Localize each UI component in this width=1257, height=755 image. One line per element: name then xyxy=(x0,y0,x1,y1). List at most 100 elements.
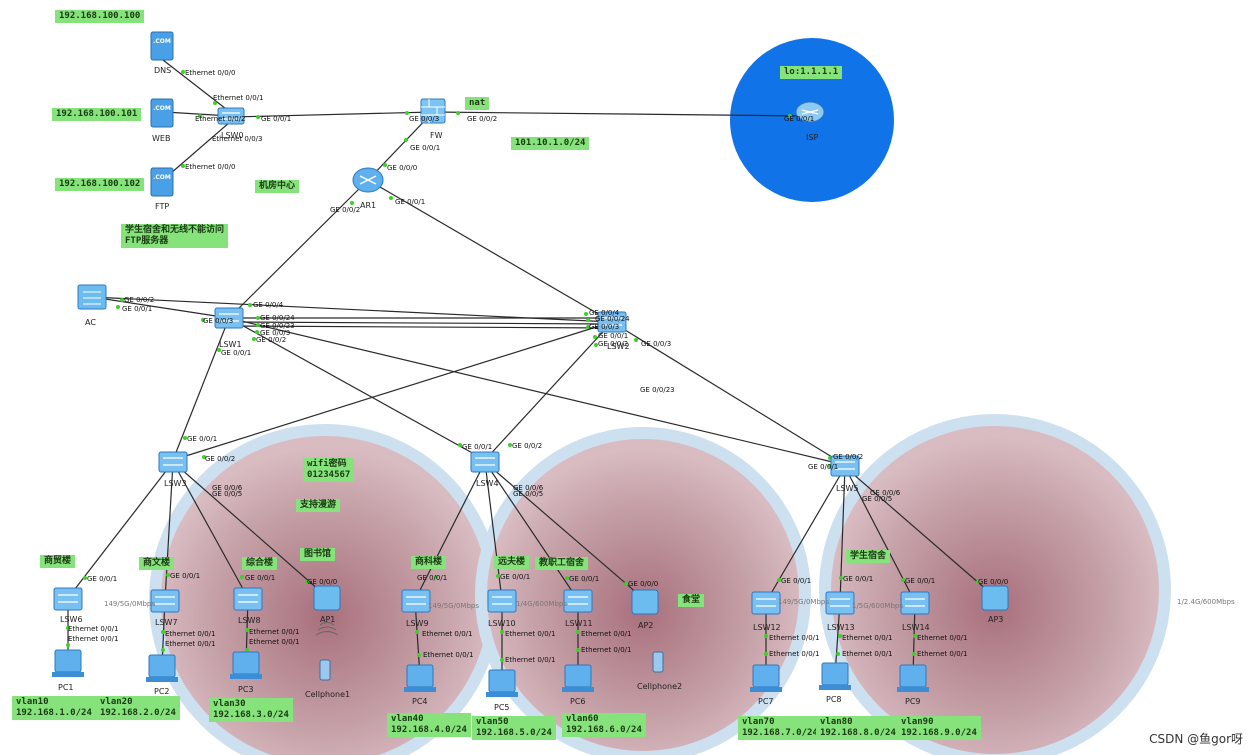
port-dot xyxy=(839,576,843,580)
datacenter-label: 机房中心 xyxy=(255,180,300,193)
pc1-label: PC1 xyxy=(58,683,74,692)
pc-screen xyxy=(752,664,780,688)
port-dot xyxy=(764,652,768,656)
switch-lsw0-icon[interactable] xyxy=(217,107,245,125)
fw-label: FW xyxy=(430,131,443,140)
port-label: GE 0/0/1 xyxy=(569,575,599,583)
scitech-building-label: 商科楼 xyxy=(411,556,447,569)
switch-lsw13-icon[interactable] xyxy=(825,591,855,615)
ap2-icon[interactable] xyxy=(631,589,659,615)
switch-lsw6-icon[interactable] xyxy=(53,587,83,611)
port-dot xyxy=(458,443,462,447)
switch-lsw9-icon[interactable] xyxy=(401,589,431,613)
pc7-icon[interactable] xyxy=(750,664,782,692)
pc5-icon[interactable] xyxy=(486,669,518,697)
switch-lsw14-icon[interactable] xyxy=(900,591,930,615)
ftp-server-icon[interactable]: .COM xyxy=(150,167,174,197)
port-label: GE 0/0/1 xyxy=(170,572,200,580)
switch-lsw7-icon[interactable] xyxy=(150,589,180,613)
vlan-label: vlan60 192.168.6.0/24 xyxy=(562,713,646,737)
port-label: GE 0/0/2 xyxy=(256,336,286,344)
lsw0-label: LSW0 xyxy=(221,131,244,140)
port-dot xyxy=(166,573,170,577)
router-isp-icon[interactable] xyxy=(795,101,825,123)
pc-base xyxy=(404,687,436,692)
link-lsw3-lsw7 xyxy=(164,461,174,601)
vlan-label: vlan70 192.168.7.0/24 xyxy=(738,716,822,740)
port-dot xyxy=(240,575,244,579)
lsw13-label: LSW13 xyxy=(827,623,855,632)
port-label: Ethernet 0/0/1 xyxy=(842,634,892,642)
port-label: GE 0/0/1 xyxy=(417,574,447,582)
web-server-icon[interactable]: .COM xyxy=(150,98,174,128)
router-ar1-icon[interactable] xyxy=(352,167,384,193)
pc6-icon[interactable] xyxy=(562,664,594,692)
vlan-net: 192.168.7.0/24 xyxy=(742,728,818,738)
pc9-label: PC9 xyxy=(905,697,921,706)
switch-lsw1-icon[interactable] xyxy=(214,307,244,329)
pc2-icon[interactable] xyxy=(146,654,178,682)
server-body xyxy=(150,31,174,61)
vlan-name: vlan40 xyxy=(391,714,424,724)
lsw4-label: LSW4 xyxy=(476,479,499,488)
pc3-icon[interactable] xyxy=(230,651,262,679)
switch-lsw11-icon[interactable] xyxy=(563,589,593,613)
pc-screen xyxy=(821,662,849,686)
port-label: Ethernet 0/0/1 xyxy=(842,650,892,658)
pc4-label: PC4 xyxy=(412,697,428,706)
link-ar1-lsw1 xyxy=(228,179,369,319)
switch-arrows xyxy=(163,457,183,466)
cellphone2-icon[interactable] xyxy=(652,651,664,673)
switch-body xyxy=(53,587,83,611)
switch-lsw3-icon[interactable] xyxy=(158,451,188,473)
pc2-label: PC2 xyxy=(154,687,170,696)
switch-arrows xyxy=(835,461,855,470)
port-dot xyxy=(976,580,980,584)
firewall-fw-icon[interactable] xyxy=(420,98,446,124)
ap-body xyxy=(981,585,1009,611)
pc7-label: PC7 xyxy=(758,697,774,706)
vlan-label: vlan30 192.168.3.0/24 xyxy=(209,698,293,722)
switch-lsw10-icon[interactable] xyxy=(487,589,517,613)
switch-lsw8-icon[interactable] xyxy=(233,587,263,611)
pc-base xyxy=(146,677,178,682)
port-label: GE 0/0/3 xyxy=(260,329,290,337)
dns-server-icon[interactable]: .COM xyxy=(150,31,174,61)
port-label: Ethernet 0/0/1 xyxy=(423,651,473,659)
switch-body xyxy=(470,451,500,473)
staff-dorm-label: 教职工宿舍 xyxy=(535,557,589,570)
ac-controller-icon[interactable] xyxy=(77,284,107,310)
vlan-net: 192.168.4.0/24 xyxy=(391,725,467,735)
ap1-icon[interactable] xyxy=(313,585,341,636)
port-label: GE 0/0/3 xyxy=(409,115,439,123)
switch-lsw12-icon[interactable] xyxy=(751,591,781,615)
ac-body xyxy=(77,284,107,310)
port-label: Ethernet 0/0/1 xyxy=(422,630,472,638)
port-dot xyxy=(456,111,460,115)
pc4-icon[interactable] xyxy=(404,664,436,692)
pc-screen xyxy=(564,664,592,688)
port-dot xyxy=(405,111,409,115)
switch-arrows xyxy=(830,598,850,607)
switch-lsw2-icon[interactable] xyxy=(597,311,627,333)
port-dot xyxy=(66,643,70,647)
pc1-icon[interactable] xyxy=(52,649,84,677)
switch-arrows xyxy=(222,112,240,120)
bandwidth-label: 149/5G/0Mbps xyxy=(104,600,155,608)
link-lsw1-lsw3 xyxy=(172,317,230,461)
pc9-icon[interactable] xyxy=(897,664,929,692)
lsw10-label: LSW10 xyxy=(488,619,516,628)
ap3-icon[interactable] xyxy=(981,585,1009,611)
pc-screen xyxy=(899,664,927,688)
port-label: Ethernet 0/0/1 xyxy=(917,634,967,642)
cellphone1-icon[interactable] xyxy=(319,659,331,681)
vlan-name: vlan20 xyxy=(100,697,133,707)
port-dot xyxy=(912,652,916,656)
firewall-bricks xyxy=(421,99,445,123)
pc8-icon[interactable] xyxy=(819,662,851,690)
switch-lsw4-icon[interactable] xyxy=(470,451,500,473)
pc-screen xyxy=(148,654,176,678)
switch-arrows xyxy=(475,457,495,466)
switch-lsw5-icon[interactable] xyxy=(830,455,860,477)
switch-body xyxy=(900,591,930,615)
